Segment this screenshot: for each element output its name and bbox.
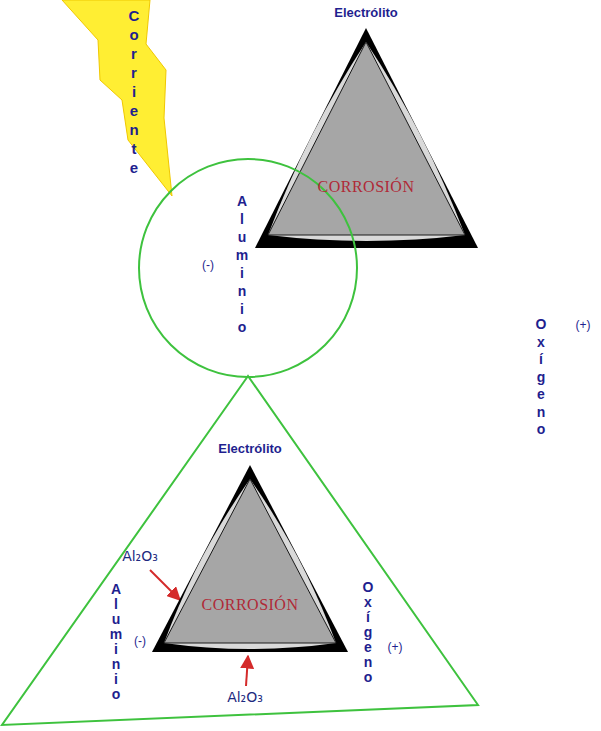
triangle-outline (2, 376, 478, 725)
oxide-label: Al₂O₃ (227, 689, 263, 705)
triangle-outline (255, 28, 478, 248)
anode-label: Aluminio (101, 582, 132, 702)
corrosion-triangle: CORROSIÓN (264, 38, 469, 238)
anode-label: Aluminio (227, 192, 258, 336)
zoom-triangle: Aluminio(-) Oxígeno (+) ElectrólitoCORROSIÓ… (0, 370, 480, 728)
polarity-sign: (-) (202, 258, 214, 272)
leader-arrow (150, 570, 180, 600)
electrolyte-triangle: ElectrólitoCORROSIÓN (150, 436, 350, 654)
polarity-sign: (-) (134, 634, 146, 648)
current-label: Corriente (118, 6, 151, 177)
oxide-label: Al₂O₃ (122, 548, 158, 564)
electrolyte-triangle: ElectrólitoCORROSIÓN (250, 0, 482, 252)
leader-arrow (246, 656, 248, 686)
corrosion-triangle-outline (264, 38, 469, 238)
circle-outline (139, 159, 357, 377)
triangle-outline (268, 42, 465, 235)
triangle-outline (152, 465, 348, 652)
corrosion-triangle: CORROSIÓN (162, 477, 338, 645)
polarity-sign: (+) (576, 318, 591, 332)
electrolyte-label: Electrólito (218, 441, 282, 456)
triangle-outline (164, 479, 336, 643)
cathode-label: Oxígeno (353, 580, 384, 685)
oxide-layer (268, 42, 465, 241)
corrosion-label: CORROSIÓN (202, 596, 299, 614)
electrolyte-label: Electrólito (334, 5, 398, 20)
lightning-bolt (62, 0, 172, 196)
polarity-sign: (+) (388, 640, 403, 654)
cathode-label: Oxígeno (526, 316, 557, 439)
corrosion-triangle-outline (162, 477, 338, 645)
oxide-layer (164, 479, 336, 649)
corrosion-label: CORROSIÓN (318, 178, 415, 196)
